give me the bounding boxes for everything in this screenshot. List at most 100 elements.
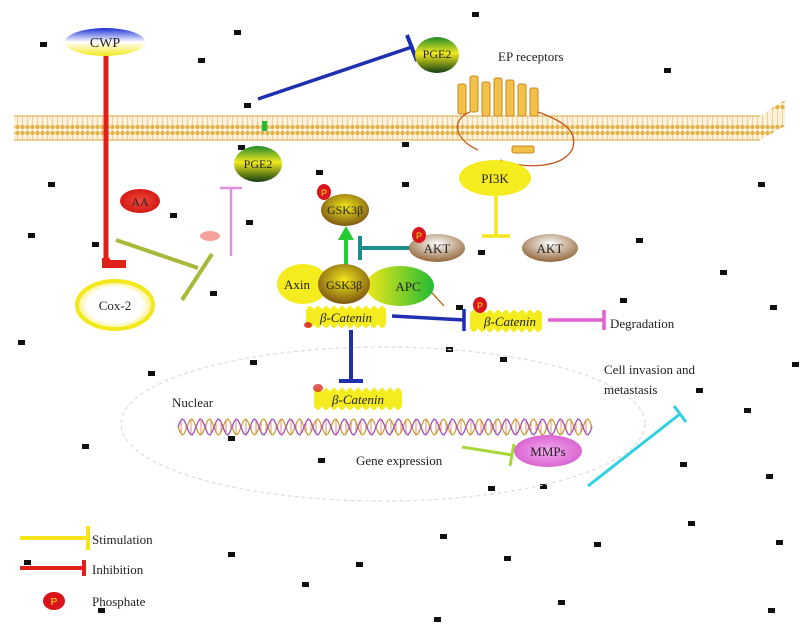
gsk3b-label: GSK3β (326, 278, 362, 292)
red-fade-mark (200, 231, 220, 241)
background-dot (250, 360, 257, 365)
background-dot (198, 58, 205, 63)
legend: Stimulation Inhibition P Phosphate (20, 526, 153, 610)
bcat-to-nucleus-arrow (339, 330, 363, 383)
gene-to-mmps-arrow (461, 443, 516, 467)
background-dot (24, 560, 31, 565)
phosphate-badge-akt: P (412, 227, 426, 243)
background-dot (246, 220, 253, 225)
background-dot (680, 462, 687, 467)
cell-membrane (14, 100, 785, 141)
background-dot (440, 534, 447, 539)
background-dots (18, 12, 799, 622)
pge2-to-receptor-arrow (257, 34, 419, 101)
cell-invasion-label-1: Cell invasion and (604, 362, 695, 377)
gsk3b-top-label: GSK3β (327, 203, 363, 217)
mmps-to-invasion-arrow (587, 405, 688, 488)
pge2-top-node: PGE2 (415, 37, 459, 73)
mmps-node: MMPs (514, 435, 582, 467)
gene-expression-label: Gene expression (356, 453, 443, 468)
background-dot (540, 484, 547, 489)
cwp-inhibits-cox2-arrow (102, 54, 126, 268)
background-dot (234, 30, 241, 35)
cox2-label: Cox-2 (99, 298, 132, 313)
background-dot (688, 521, 695, 526)
pge2-mid-label: PGE2 (244, 157, 273, 171)
background-dot (434, 617, 441, 622)
complex-to-phospho-bcat-arrow (391, 309, 466, 331)
background-dot (98, 608, 105, 613)
akt-node: AKT (522, 234, 578, 262)
pi3k-label: PI3K (481, 171, 509, 186)
background-dot (48, 182, 55, 187)
background-dot (402, 182, 409, 187)
pi3k-to-akt-arrow (482, 196, 510, 238)
background-dot (148, 371, 155, 376)
background-dot (40, 42, 47, 47)
background-dot (594, 542, 601, 547)
destruction-complex: APC Axin GSK3β β-Catenin (277, 264, 434, 328)
pi3k-node: PI3K (459, 160, 531, 196)
axin-label: Axin (284, 277, 311, 292)
background-dot (776, 540, 783, 545)
bcat-phospho-node: β-Catenin (470, 310, 542, 332)
red-mark-bcat-complex (304, 322, 312, 328)
aa-label: AA (131, 195, 149, 209)
nucleus (120, 346, 646, 502)
phosphate-badge-gsk3b: P (317, 184, 331, 200)
red-mark-bcat-nuclear (313, 384, 323, 392)
degradation-label: Degradation (610, 316, 675, 331)
bcat-nuclear-label: β-Catenin (331, 392, 384, 407)
mmps-label: MMPs (530, 444, 565, 459)
background-dot (720, 270, 727, 275)
background-dot (18, 340, 25, 345)
background-dot (770, 305, 777, 310)
background-dot (766, 474, 773, 479)
legend-stimulation-label: Stimulation (92, 532, 153, 547)
background-dot (744, 408, 751, 413)
bcat-phospho-label: β-Catenin (483, 314, 536, 329)
background-dot (402, 142, 409, 147)
aa-to-pge2-pink-arrow (220, 186, 242, 256)
background-dot (768, 608, 775, 613)
legend-phosphate-label: Phosphate (92, 594, 146, 609)
svg-text:P: P (51, 597, 58, 608)
ep-receptors-label: EP receptors (498, 49, 564, 64)
background-dot (636, 238, 643, 243)
background-dot (758, 182, 765, 187)
background-dot (504, 556, 511, 561)
background-dot (210, 291, 217, 296)
background-dot (302, 582, 309, 587)
background-dot (500, 357, 507, 362)
background-dot (488, 486, 495, 491)
cell-invasion-label-2: metastasis (604, 382, 657, 397)
background-dot (792, 362, 799, 367)
pge2-top-label: PGE2 (423, 47, 452, 61)
background-dot (170, 213, 177, 218)
background-dot (244, 103, 251, 108)
background-dot (316, 170, 323, 175)
legend-stimulation (20, 526, 90, 550)
background-dot (472, 12, 479, 17)
dna-helix (177, 418, 593, 436)
cox2-node: Cox-2 (75, 279, 155, 331)
background-dot (356, 562, 363, 567)
to-degradation-arrow (548, 310, 606, 330)
complex-to-gsk3b-green-arrow (338, 226, 354, 268)
bcat-complex-label: β-Catenin (319, 310, 372, 325)
legend-inhibition-label: Inhibition (92, 562, 144, 577)
cwp-node: CWP (65, 28, 145, 56)
background-dot (318, 458, 325, 463)
legend-inhibition (20, 560, 86, 576)
background-dot (456, 305, 463, 310)
svg-text:P: P (416, 231, 422, 241)
aa-node: AA (120, 189, 160, 213)
background-dot (82, 444, 89, 449)
apc-label: APC (395, 279, 420, 294)
akt-label: AKT (537, 241, 564, 256)
background-dot (228, 552, 235, 557)
bcat-nuclear-node: β-Catenin (314, 388, 402, 410)
pge2-mid-node: PGE2 (234, 146, 282, 182)
background-dot (92, 242, 99, 247)
